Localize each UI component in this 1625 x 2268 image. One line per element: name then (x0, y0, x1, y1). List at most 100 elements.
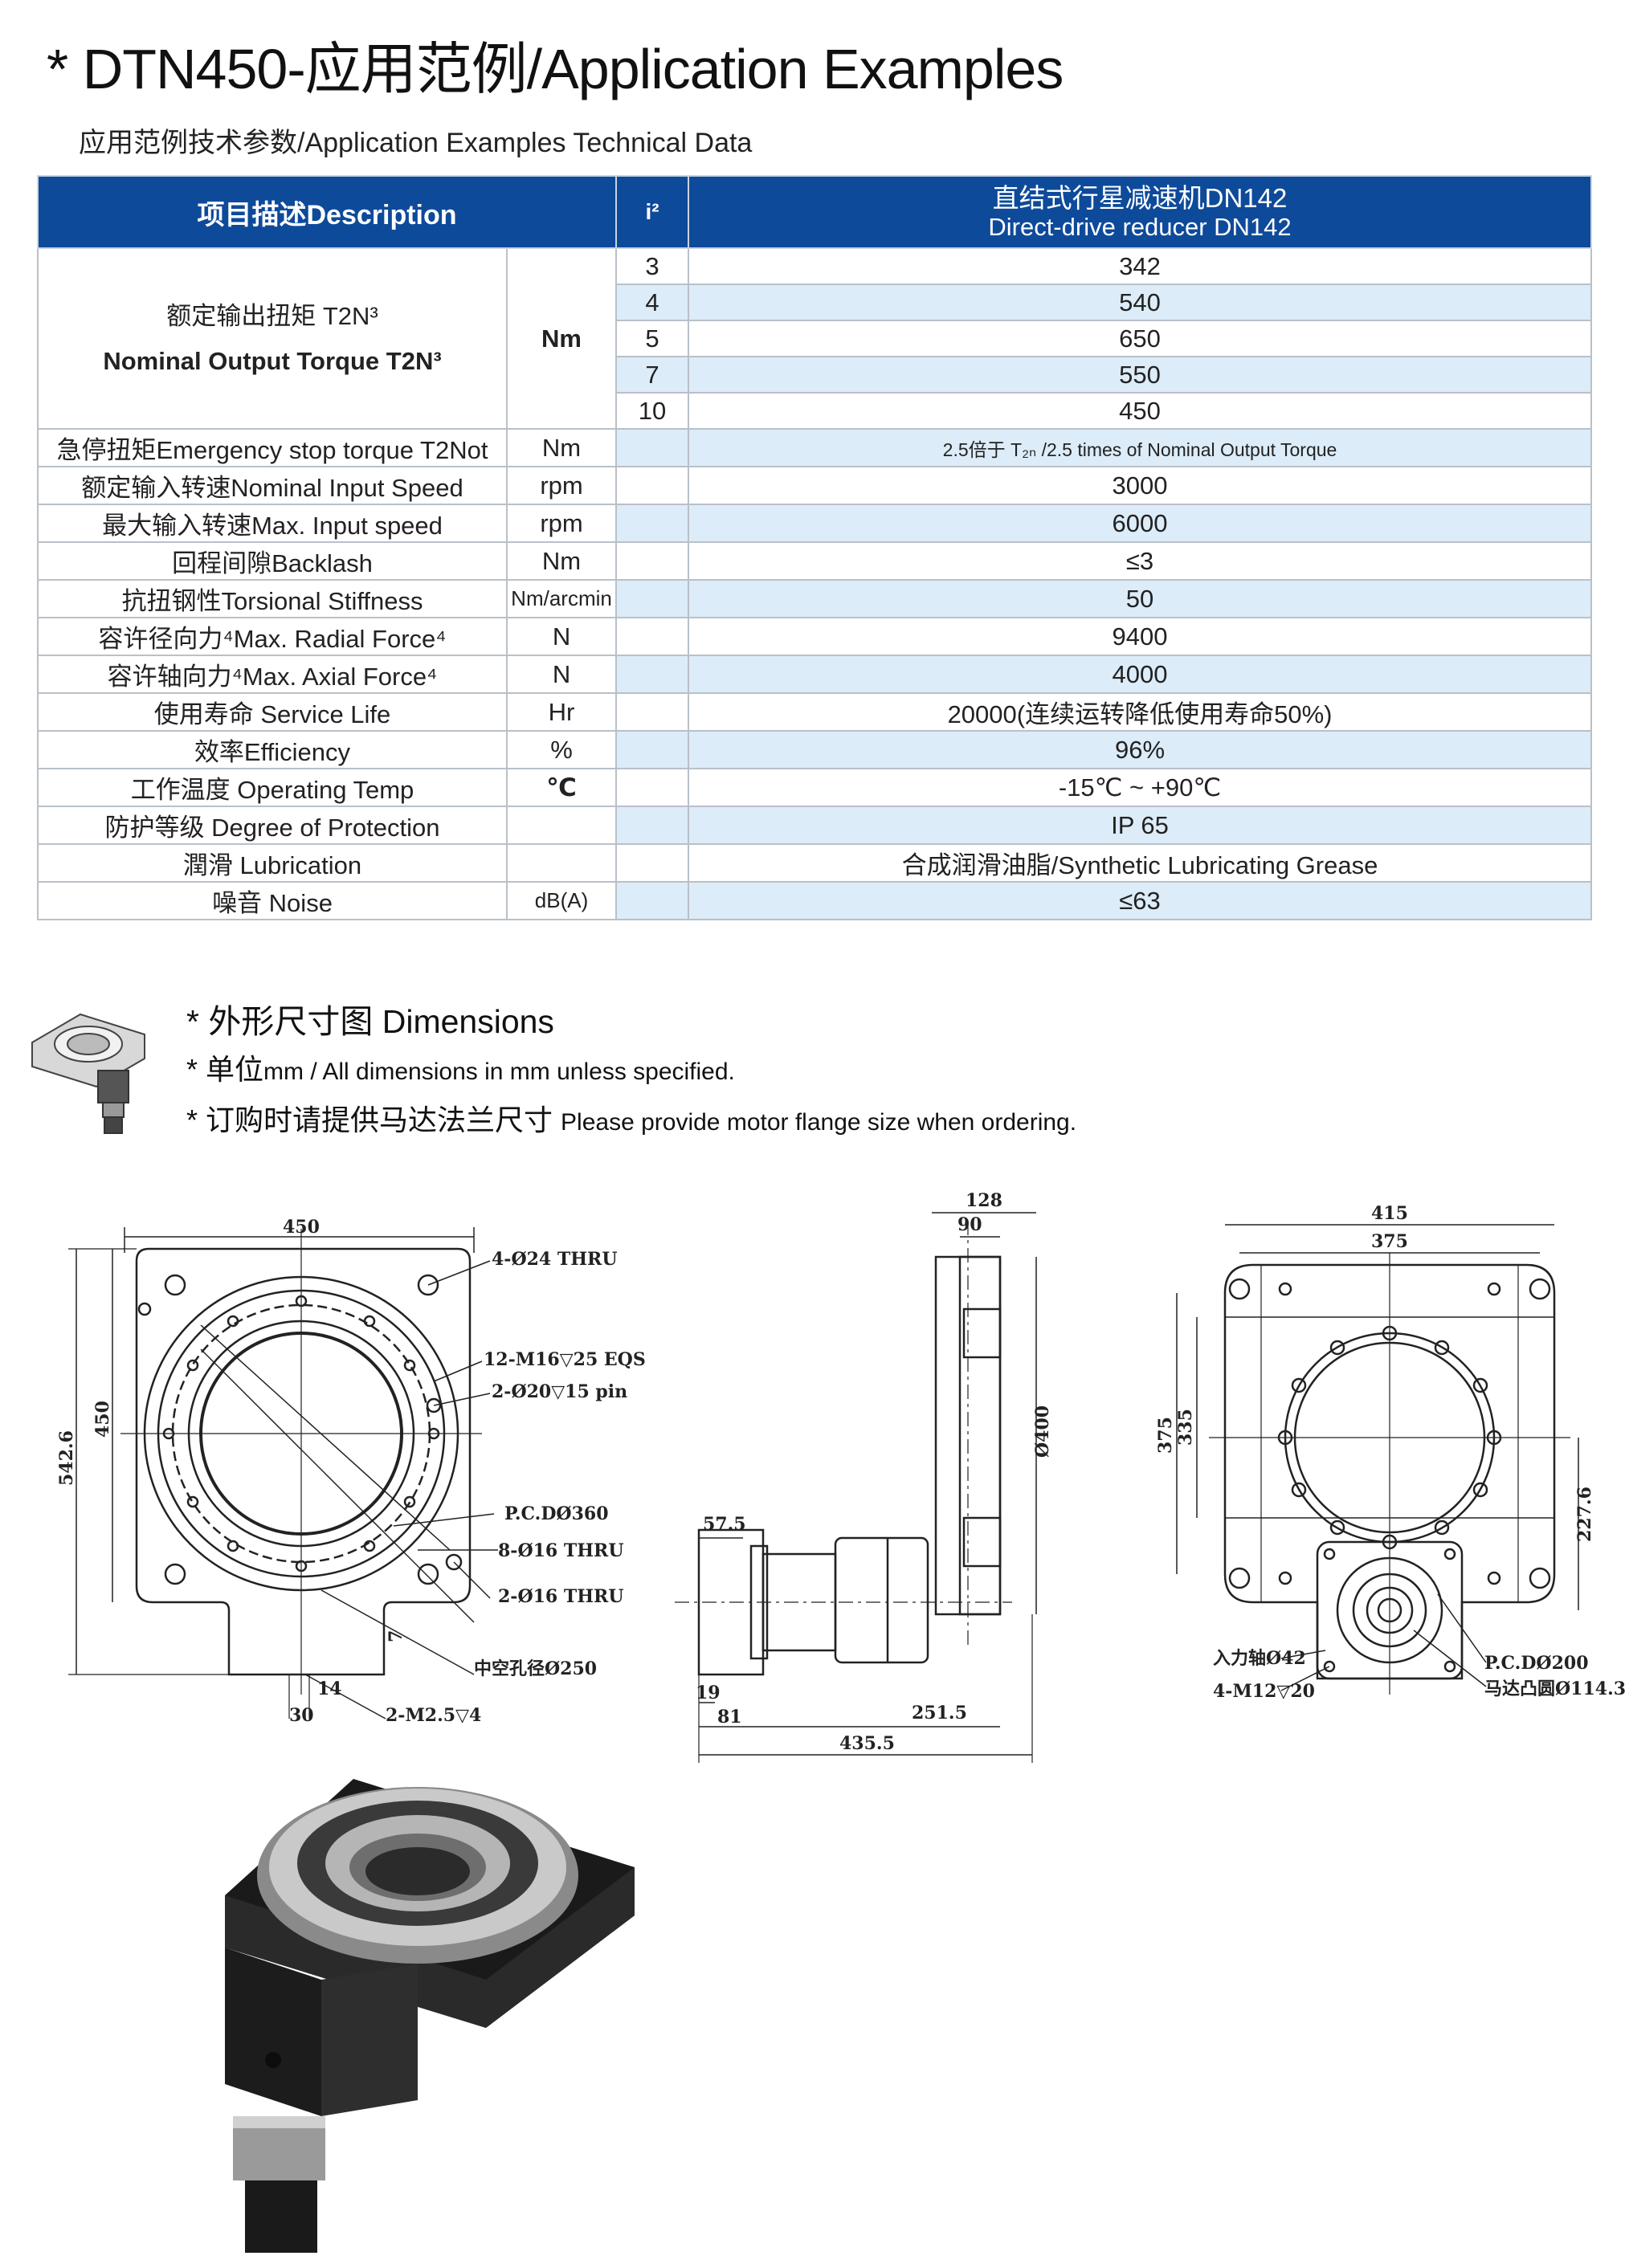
row-label: 使用寿命 Service Life (37, 692, 508, 732)
ratio-cell (615, 843, 690, 883)
dim-side-4355: 435.5 (839, 1733, 895, 1754)
row-value: 6000 (688, 504, 1593, 543)
table-row: 4 540 (38, 284, 1593, 321)
value-cell: 342 (688, 247, 1593, 285)
row-value: 合成润滑油脂/Synthetic Lubricating Grease (688, 843, 1593, 883)
value-cell: 450 (688, 392, 1593, 430)
header-model-en: Direct-drive reducer DN142 (988, 213, 1292, 241)
row-unit: N (505, 655, 618, 694)
table-row: 噪音 Noise dB(A) ≤63 (37, 881, 1593, 920)
row-unit: ℃ (505, 768, 618, 807)
dim-rear-2276: 227.6 (1574, 1487, 1595, 1542)
dim-front-height: 450 (92, 1401, 113, 1438)
label-input-shaft: 入力轴Ø42 (1213, 1648, 1306, 1669)
row-value: IP 65 (688, 806, 1593, 845)
row-label: 回程间隙Backlash (37, 541, 508, 581)
row-label: 防护等级 Degree of Protection (37, 806, 508, 845)
ratio-cell: 4 (615, 284, 690, 321)
order-note-en: Please provide motor flange size when or… (561, 1109, 1077, 1136)
row-value: 9400 (688, 617, 1593, 656)
unit-note-cn: * 单位 (186, 1053, 264, 1086)
table-row: 效率Efficiency % 96% (37, 730, 1593, 769)
ratio-cell (615, 617, 690, 656)
ratio-cell (615, 504, 690, 543)
dim-rear-415: 415 (1371, 1203, 1408, 1224)
spec-table: 项目描述Description i² 直结式行星减速机DN142 Direct-… (36, 175, 1593, 920)
label-holes: 4-Ø24 THRU (492, 1249, 618, 1270)
dim-rear-375: 375 (1371, 1231, 1408, 1252)
row-label: 抗扭钢性Torsional Stiffness (37, 579, 508, 618)
label-pins: 2-Ø20▽15 pin (492, 1381, 627, 1402)
row-value: ≤63 (688, 881, 1593, 920)
torque-unit: Nm (505, 247, 618, 430)
row-label: 最大输入转速Max. Input speed (37, 504, 508, 543)
row-unit: dB(A) (505, 881, 618, 920)
label-pcd: P.C.DØ360 (504, 1503, 609, 1524)
row-label: 容许轴向力⁴Max. Axial Force⁴ (37, 655, 508, 694)
row-unit: Hr (505, 692, 618, 732)
ratio-cell: 10 (615, 392, 690, 430)
dim-30: 30 (289, 1705, 314, 1726)
header-model-cn: 直结式行星减速机DN142 (992, 183, 1288, 213)
row-value: 4000 (688, 655, 1593, 694)
page-title: * DTN450-应用范例/Application Examples (47, 38, 1064, 100)
dimensions-notes: * 外形尺寸图 Dimensions * 单位mm / All dimensio… (186, 997, 1076, 1147)
dim-side-81: 81 (717, 1707, 742, 1728)
table-row: 工作温度 Operating Temp ℃ -15℃ ~ +90℃ (37, 768, 1593, 807)
dimensions-heading: * 外形尺寸图 Dimensions (186, 1003, 554, 1040)
header-ratio: i² (615, 175, 690, 249)
table-row: 最大输入转速Max. Input speed rpm 6000 (37, 504, 1593, 543)
value-cell: 650 (688, 320, 1593, 357)
dim-front-width: 450 (283, 1217, 320, 1238)
dim-side-575: 57.5 (703, 1514, 746, 1535)
ratio-cell (615, 692, 690, 732)
side-view-drawing (675, 1212, 1037, 1763)
table-row: 容许径向力⁴Max. Radial Force⁴ N 9400 (37, 617, 1593, 656)
label-motor-flange: 马达凸圆Ø114.3 (1484, 1679, 1625, 1699)
ratio-cell (615, 730, 690, 769)
row-label: 工作温度 Operating Temp (37, 768, 508, 807)
row-label: 急停扭矩Emergency stop torque T2Not (37, 428, 508, 467)
row-unit: rpm (505, 466, 618, 505)
product-photo (225, 1779, 635, 2253)
table-row: 急停扭矩Emergency stop torque T2Not Nm 2.5倍于… (37, 428, 1593, 467)
front-view-drawing (68, 1227, 498, 1719)
torque-label-en: Nominal Output Torque T2N³ (103, 346, 442, 375)
table-row: 抗扭钢性Torsional Stiffness Nm/arcmin 50 (37, 579, 1593, 618)
torque-label: 额定输出扭矩 T2N³ Nominal Output Torque T2N³ (37, 247, 508, 430)
ratio-cell (615, 881, 690, 920)
label-pin16: 2-Ø16 THRU (498, 1586, 624, 1607)
label-m25: 2-M2.5▽4 (386, 1705, 481, 1726)
ratio-cell: 5 (615, 320, 690, 357)
table-row: 防护等级 Degree of Protection IP 65 (37, 806, 1593, 845)
ratio-cell (615, 541, 690, 581)
value-cell: 540 (688, 284, 1593, 321)
order-note-cn: * 订购时请提供马达法兰尺寸 (186, 1103, 553, 1136)
table-row: 额定输入转速Nominal Input Speed rpm 3000 (37, 466, 1593, 505)
ratio-cell (615, 428, 690, 467)
label-threads: 12-M16▽25 EQS (484, 1349, 646, 1370)
row-label: 潤滑 Lubrication (37, 843, 508, 883)
rear-view-drawing (1176, 1224, 1579, 1695)
unit-note-en: mm / All dimensions in mm unless specifi… (263, 1059, 735, 1085)
row-value: 20000(连续运转降低使用寿命50%) (688, 692, 1593, 732)
ratio-cell: 7 (615, 356, 690, 394)
row-label: 额定输入转速Nominal Input Speed (37, 466, 508, 505)
torque-label-cn: 额定输出扭矩 T2N³ (166, 301, 378, 330)
row-value: 2.5倍于 T₂ₙ /2.5 times of Nominal Output T… (688, 428, 1593, 467)
table-row: 回程间隙Backlash Nm ≤3 (37, 541, 1593, 581)
row-value: 3000 (688, 466, 1593, 505)
label-bore: 中空孔径Ø250 (474, 1658, 597, 1679)
dim-side-2515: 251.5 (912, 1703, 967, 1723)
row-unit: N (505, 617, 618, 656)
header-description: 项目描述Description (36, 175, 618, 249)
page-subtitle: 应用范例技术参数/Application Examples Technical … (79, 128, 753, 158)
dim-rear-h375: 375 (1155, 1417, 1176, 1454)
table-row: 潤滑 Lubrication 合成润滑油脂/Synthetic Lubricat… (37, 843, 1593, 883)
ratio-cell (615, 579, 690, 618)
row-unit (505, 806, 618, 845)
label-m12: 4-M12▽20 (1213, 1681, 1315, 1702)
value-cell: 550 (688, 356, 1593, 394)
dim-side-90: 90 (957, 1214, 982, 1235)
